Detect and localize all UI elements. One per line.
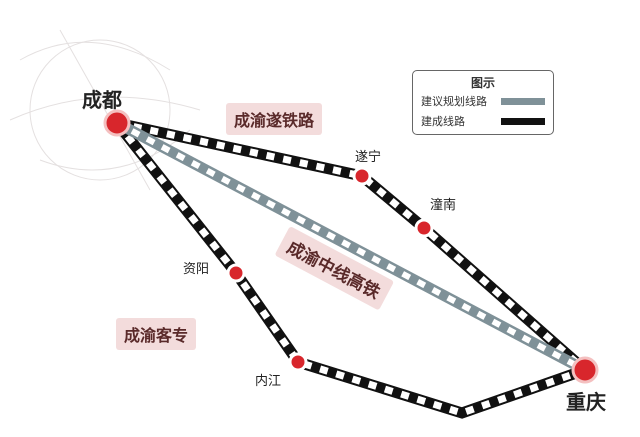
legend-planned-label: 建议规划线路 bbox=[421, 95, 487, 108]
label-neijiang: 内江 bbox=[255, 374, 282, 389]
station-ziyang[interactable] bbox=[226, 263, 246, 283]
station-neijiang[interactable] bbox=[288, 352, 308, 372]
legend: 图示 建议规划线路 建成线路 bbox=[412, 70, 554, 135]
background-sketch bbox=[9, 29, 201, 191]
label-chengdu: 成都 bbox=[82, 88, 122, 112]
legend-built-swatch bbox=[501, 117, 545, 125]
stations bbox=[103, 109, 599, 384]
station-chongqing[interactable] bbox=[571, 356, 599, 384]
legend-built-label: 建成线路 bbox=[421, 115, 465, 128]
label-tongnan: 潼南 bbox=[430, 198, 457, 213]
station-suining[interactable] bbox=[352, 166, 372, 186]
label-chongqing: 重庆 bbox=[566, 390, 606, 414]
line-middle-hsr-planned bbox=[114, 118, 588, 375]
line-chengyu-sui bbox=[115, 117, 589, 375]
callout-chengyu-sui: 成渝遂铁路 bbox=[226, 103, 323, 135]
legend-planned-swatch bbox=[501, 97, 545, 105]
station-tongnan[interactable] bbox=[414, 218, 434, 238]
label-suining: 遂宁 bbox=[355, 150, 382, 165]
legend-title: 图示 bbox=[470, 76, 495, 90]
station-chengdu[interactable] bbox=[103, 109, 131, 137]
callout-kezhuan: 成渝客专 bbox=[116, 318, 197, 350]
label-ziyang: 资阳 bbox=[183, 262, 210, 277]
